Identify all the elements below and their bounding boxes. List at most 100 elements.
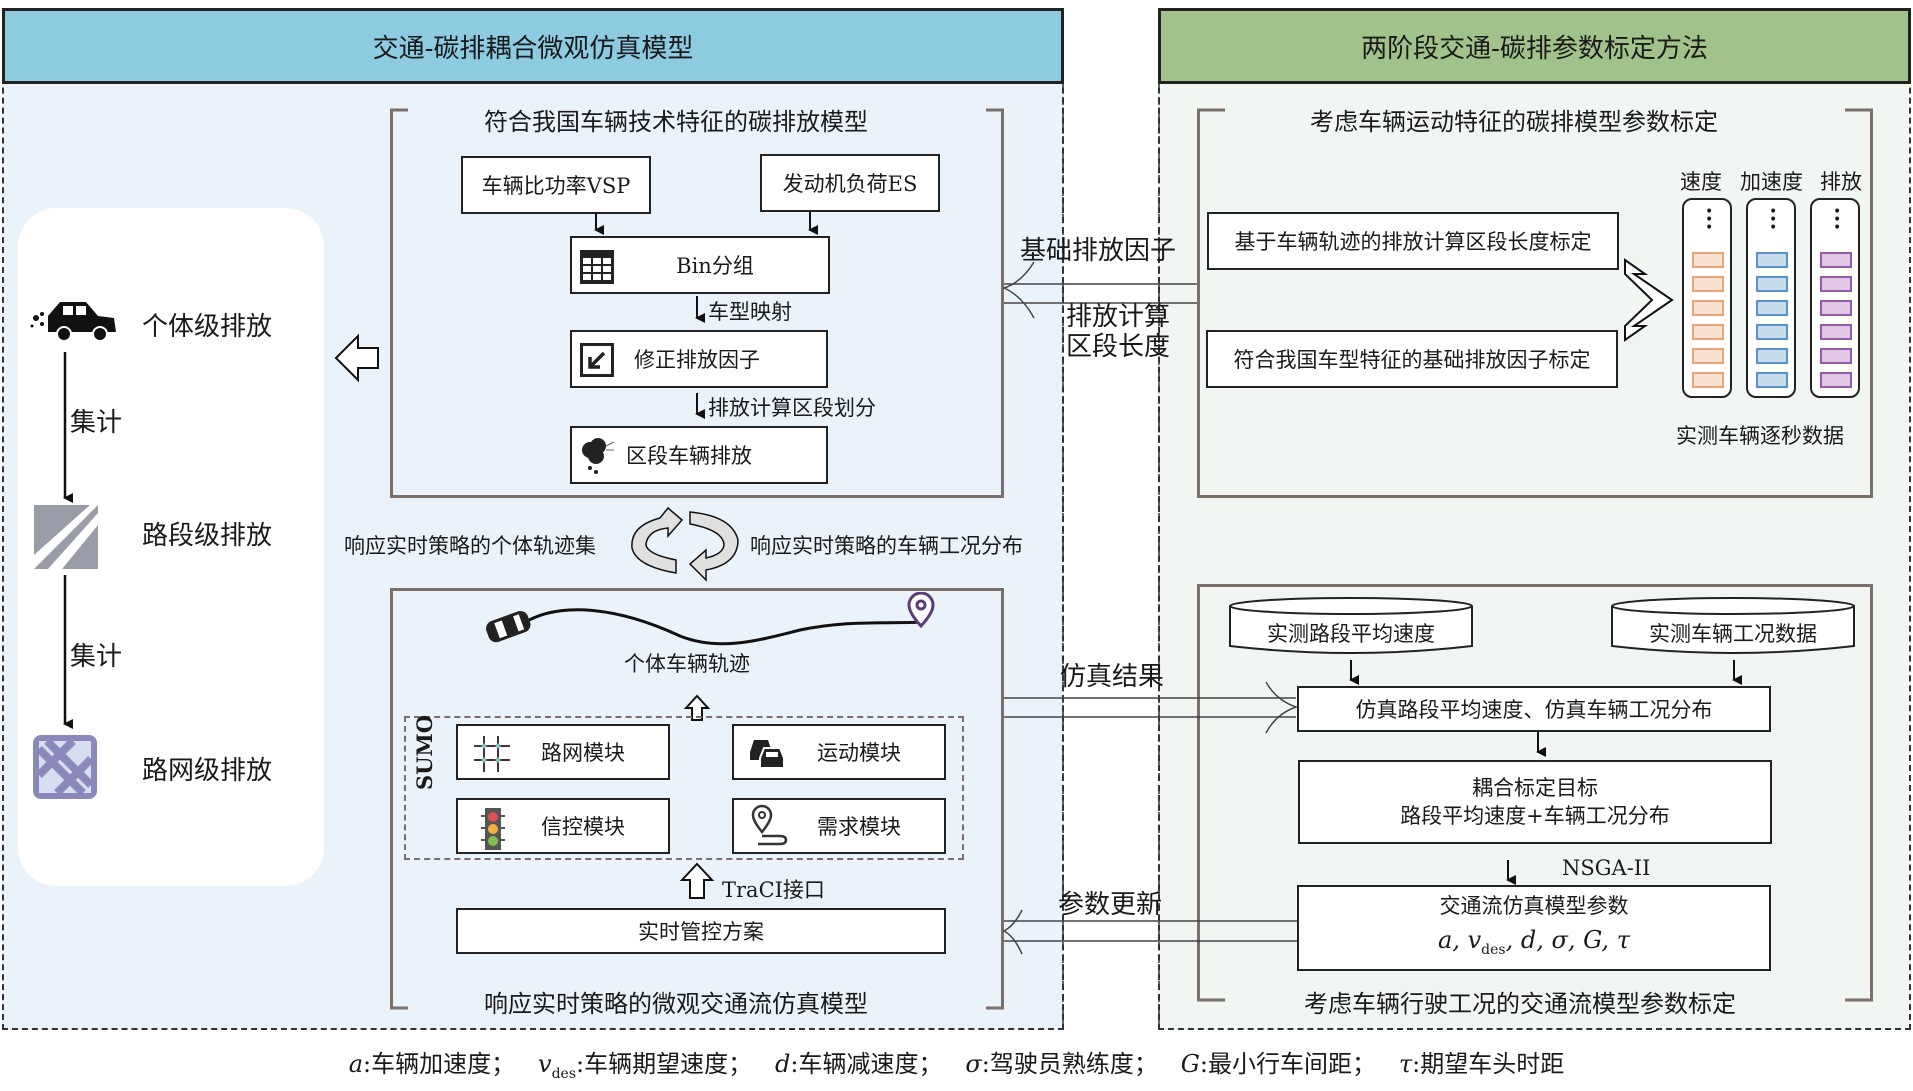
traci-label: TraCI接口 [722,878,825,902]
aggregate-label-1: 集计 [70,408,123,438]
module-road-network: 路网模块 [456,724,670,780]
sim-model-frame [390,588,1004,1008]
aggregate-label-2: 集计 [70,642,123,672]
traffic-light-icon [480,804,506,857]
ellipsis-icon: ••• [1705,204,1714,236]
legend-item: σ:驾驶员熟练度； [965,1050,1158,1078]
col-label-accel: 加速度 [1740,170,1803,194]
base-factor-label: 基础排放因子 [1020,236,1177,266]
data-cell [1820,252,1852,268]
level-segment: 路段级排放 [142,521,273,551]
data-caption: 实测车辆逐秒数据 [1676,424,1844,448]
algorithm-label: NSGA-II [1562,856,1651,880]
data-column-emission: ••• [1810,198,1860,398]
sim-output-box: 仿真路段平均速度、仿真车辆工况分布 [1297,686,1771,732]
module-label: 路网模块 [541,741,625,765]
legend-item: G:最小行车间距； [1180,1050,1376,1078]
es-box: 发动机负荷ES [760,154,940,212]
level-individual: 个体级排放 [142,312,273,342]
bin-group-box: Bin分组 [570,236,830,294]
data-column-speed: ••• [1682,198,1732,398]
ellipsis-icon: ••• [1833,204,1842,236]
data-cell [1756,324,1788,340]
segmentation-label: 排放计算区段划分 [708,396,876,420]
data-cell [1756,276,1788,292]
module-demand: 需求模块 [732,798,946,854]
objective-title: 耦合标定目标 [1472,776,1598,800]
symbol-legend: a:车辆加速度； vdes:车辆期望速度； d:车辆减速度； σ:驾驶员熟练度；… [0,1044,1913,1082]
smoke-cloud-icon [580,436,616,481]
data-cell [1756,252,1788,268]
right-panel-title: 两阶段交通-碳排参数标定方法 [1158,8,1911,84]
col-label-speed: 速度 [1680,170,1722,194]
data-cell [1820,300,1852,316]
location-pin-icon [906,591,936,629]
data-cell [1756,372,1788,388]
vsp-box: 车辆比功率VSP [461,156,651,214]
grid-table-icon [580,250,614,289]
level-network: 路网级排放 [142,756,273,786]
col-label-emission: 排放 [1820,170,1862,194]
params-box: 交通流仿真模型参数 a, vdes, d, σ, G, τ [1297,885,1771,971]
segment-length-line2: 区段长度 [1066,332,1171,362]
module-label: 信控模块 [541,815,625,839]
data-cell [1756,348,1788,364]
sumo-label: SUMO [412,714,437,790]
segment-length-label: 排放计算 区段长度 [1066,302,1170,362]
data-cell [1820,276,1852,292]
module-signal-control: 信控模块 [456,798,670,854]
params-title: 交通流仿真模型参数 [1439,894,1629,919]
stage2-frame [1197,584,1873,1000]
sim-model-title: 响应实时策略的微观交通流仿真模型 [470,984,882,1019]
objective-box: 耦合标定目标 路段平均速度+车辆工况分布 [1298,760,1772,844]
db-measured-speed-label: 实测路段平均速度 [1267,622,1435,646]
left-panel-title: 交通-碳排耦合微观仿真模型 [2,8,1064,84]
legend-item: vdes:车辆期望速度； [538,1050,753,1082]
module-label: 需求模块 [817,815,901,839]
grid-network-icon [472,734,512,779]
db-measured-conditions-label: 实测车辆工况数据 [1649,622,1817,646]
correction-factor-box: 修正排放因子 [570,330,828,388]
control-plan-box: 实时管控方案 [456,908,946,954]
segment-emission-box: 区段车辆排放 [570,426,828,484]
trajectory-label: 个体车辆轨迹 [624,652,750,676]
emission-model-title: 符合我国车辆技术特征的碳排放模型 [470,102,882,137]
data-cell [1692,324,1724,340]
sim-result-label: 仿真结果 [1060,662,1165,692]
base-factor-calibration-box: 符合我国车型特征的基础排放因子标定 [1206,330,1618,388]
vehicle-mapping-label: 车型映射 [708,300,792,324]
road-network-icon [33,735,97,799]
data-cell [1820,324,1852,340]
stage2-title: 考虑车辆行驶工况的交通流模型参数标定 [1290,984,1750,1019]
module-motion: 运动模块 [732,724,946,780]
car-top-view-icon [482,606,532,646]
db-measured-speed: 实测路段平均速度 [1228,596,1474,658]
legend-item: d:车辆减速度； [775,1050,943,1078]
sumo-group [404,716,964,860]
module-label: 运动模块 [817,741,901,765]
segment-length-calibration-box: 基于车辆轨迹的排放计算区段长度标定 [1207,212,1619,270]
cycle-left-label: 响应实时策略的个体轨迹集 [344,534,596,558]
data-column-accel: ••• [1746,198,1796,398]
bin-group-label: Bin分组 [676,254,754,278]
road-segment-icon [34,505,98,569]
route-pin-icon [750,804,790,855]
segment-emission-label: 区段车辆排放 [626,444,752,468]
legend-item: a:车辆加速度； [348,1050,516,1078]
data-cell [1756,300,1788,316]
data-cell [1692,276,1724,292]
right-panel [1158,8,1911,1030]
param-update-label: 参数更新 [1058,890,1163,920]
cars-icon [748,734,788,779]
data-cell [1820,348,1852,364]
correction-factor-label: 修正排放因子 [634,348,760,372]
objective-detail: 路段平均速度+车辆工况分布 [1400,804,1670,828]
cycle-right-label: 响应实时策略的车辆工况分布 [750,534,1023,558]
data-cell [1692,348,1724,364]
params-symbols: a, vdes, d, σ, G, τ [1438,926,1630,958]
db-measured-conditions: 实测车辆工况数据 [1610,596,1856,658]
stage1-title: 考虑车辆运动特征的碳排模型参数标定 [1296,102,1732,137]
stage1-frame [1197,110,1873,498]
data-cell [1820,372,1852,388]
legend-item: τ:期望车头时距 [1398,1050,1565,1078]
